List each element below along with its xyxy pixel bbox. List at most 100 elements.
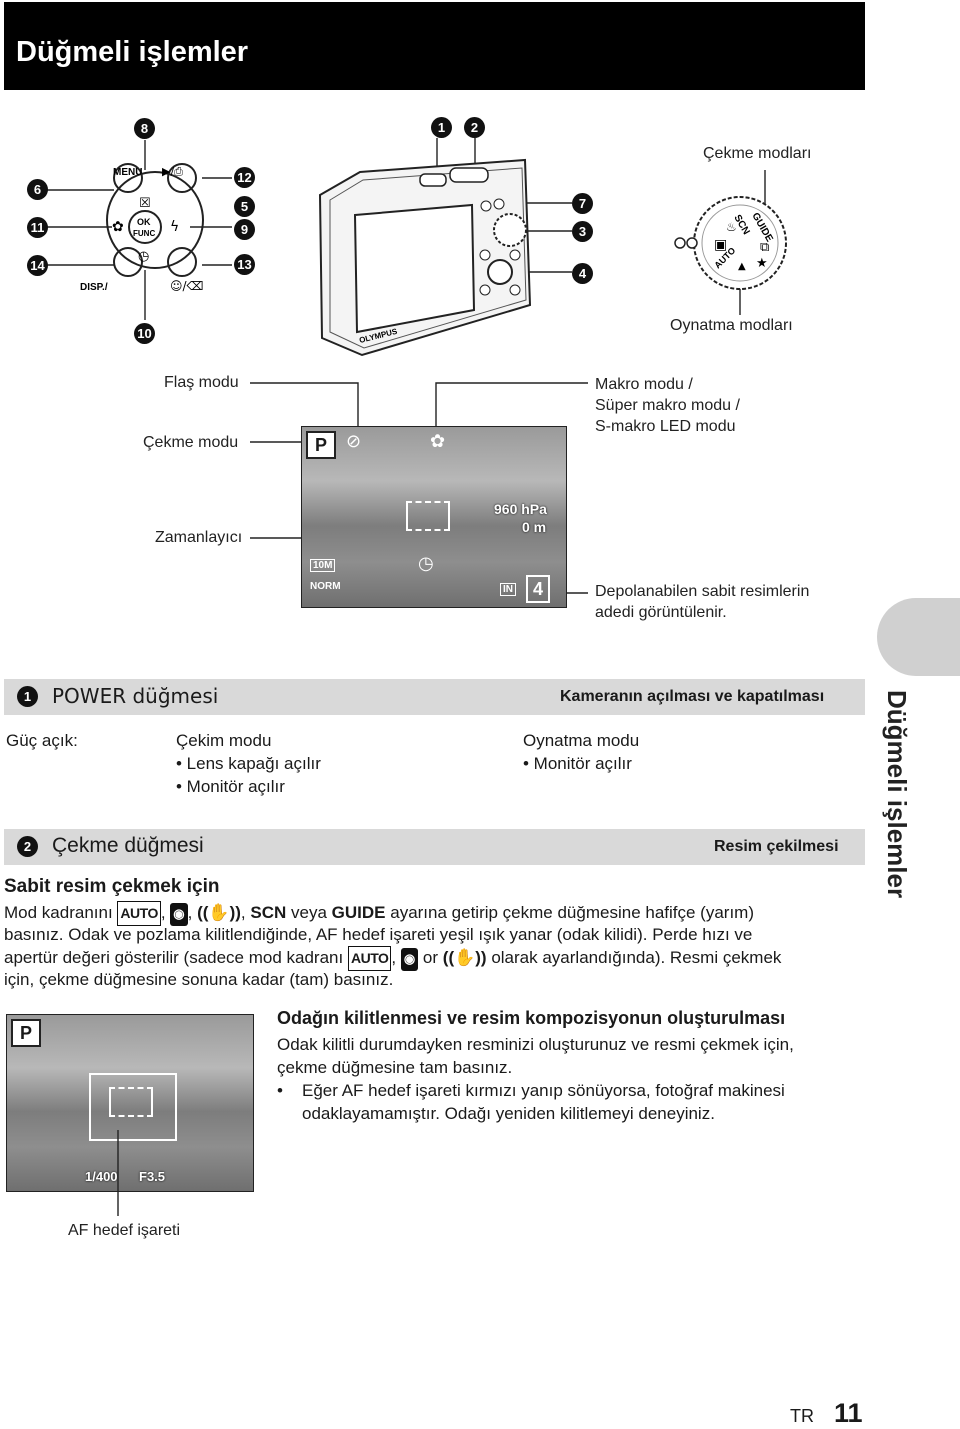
focus-lock-bullet-line2: odaklayamamıştır. Odağı yeniden kilitlem… [302,1104,715,1123]
power-button [419,173,447,187]
preview-mode-p: P [11,1019,41,1047]
callout-3: 3 [572,221,593,242]
section2-number: 2 [17,836,38,857]
disp-label: DISP./ [80,282,108,293]
focus-lock-title: Odağın kilitlenmesi ve resim kompozisyon… [277,1008,786,1028]
flash-off-icon: ⊘ [346,431,362,451]
section1-bar [4,679,865,715]
play-dial-icon: ▲ [738,261,746,272]
back-panel-diagram: MENU ▶/⎙ OK FUNC DISP./ ☒ ✿ ϟ ◷ ☺/⌫ [47,140,232,320]
disp-button [113,247,143,277]
still-para-line1: Mod kadranını AUTO, ◉, ((✋)), SCN veya G… [4,901,754,926]
macro-label-1: Makro modu / [595,376,693,393]
erase-button [167,247,197,277]
callout-8: 8 [134,118,155,139]
func-label: FUNC [133,229,155,238]
header-bar [4,2,865,90]
still-text-1a: Mod kadranını [4,903,113,922]
guide-mode-icon: GUIDE [331,903,386,922]
face-erase-icon: ☺/⌫ [170,279,204,293]
play-mode-heading: Oynatma modu [523,731,640,750]
play-bullet-1: • Monitör açılır [523,754,632,773]
focus-lock-line2: çekme düğmesine tam basınız. [277,1058,513,1077]
favorite-icon: ★ [756,256,768,271]
remaining-count: 4 [526,575,550,603]
camera-mode-icon: ▣ [714,237,727,253]
playback-modes-label: Oynatma modları [670,317,793,334]
camera-back-diagram: OLYMPUS [318,138,572,357]
flash-icon: ϟ [170,219,179,235]
still-para-line3: apertür değeri gösterilir (sadece mod ka… [4,946,781,971]
mode-dial-diagram: SCN GUIDE AUTO ▣ ♨ ⧉ ★ ▲ [674,170,787,315]
auto-mode-icon: AUTO [117,901,161,926]
side-tab: Düğmeli işlemler [882,690,918,900]
still-text-3a: apertür değeri gösterilir (sadece mod ka… [4,948,344,967]
power-on-label: Güç açık: [6,731,78,750]
preview-af-mark [109,1087,153,1117]
side-tab-shape [877,598,960,676]
still-para-line4: için, çekme düğmesine sonuna kadar (tam)… [4,970,394,989]
stabilizer-icon: ♨ [726,220,737,234]
page-number: 11 [834,1398,863,1428]
section2-subtitle: Resim çekilmesi [714,838,839,855]
focus-lock-bullet: • [277,1081,283,1100]
preview-af-box [89,1073,177,1141]
still-text-1b: veya [291,903,327,922]
macro-status-icon: ✿ [430,431,446,451]
callout-12: 12 [234,167,255,188]
callout-4: 4 [572,263,593,284]
self-timer-status-icon: ◷ [418,553,434,573]
lcd-outline [353,203,476,334]
callout-10: 10 [134,323,155,344]
ok-label: OK [137,217,151,227]
af-leader-line [117,1130,119,1216]
mode-dial [493,213,527,247]
shooting-modes-label: Çekme modları [703,145,812,162]
callout-7: 7 [572,193,593,214]
still-text-3b: or [422,948,439,967]
storage-label-1: Depolanabilen sabit resimlerin [595,583,810,600]
callout-13: 13 [234,254,255,275]
auto-mode-icon-2: AUTO [347,946,392,971]
pressure-readout: 960 hPa [494,501,547,517]
shoot-mode-label: Çekme modu [143,434,239,451]
section2-bar [4,829,865,865]
focus-lock-bullet-line1: Eğer AF hedef işareti kırmızı yanıp sönü… [302,1081,785,1100]
still-text-3c: olarak ayarlandığında). Resmi çekmek [491,948,782,967]
self-timer-label: Zamanlayıcı [155,529,243,546]
program-mode-icon-2: ◉ [400,948,419,971]
stabilizer-mode-icon-2: ((✋)) [442,948,487,967]
still-text-1c: ayarına getirip çekme düğmesine hafifçe … [390,903,754,922]
memory-badge: IN [500,583,516,596]
shutter-button [449,167,489,183]
lcd-screen: P ⊘ ✿ 960 hPa 0 m ◷ 10M NORM IN 4 [301,426,567,608]
callout-14: 14 [27,255,48,276]
play-print-label: ▶/⎙ [162,165,183,178]
macro-label-2: Süper makro modu / [595,397,740,414]
still-heading: Sabit resim çekmek için [4,876,220,897]
callout-11: 11 [27,217,48,238]
shoot-bullet-1: • Lens kapağı açılır [176,754,321,773]
stabilizer-mode-icon: ((✋)) [197,903,241,922]
callout-6: 6 [27,179,48,200]
lcd-mode-p: P [306,431,336,459]
storage-label-2: adedi görüntülenir. [595,604,727,621]
menu-button [113,163,143,193]
af-target-label: AF hedef işareti [68,1222,181,1239]
af-target-mark [406,501,450,531]
shoot-mode-heading: Çekim modu [176,731,272,750]
macro-icon: ✿ [112,219,124,235]
ok-button [128,210,162,244]
scn-mode-icon: SCN [250,903,287,922]
section1-subtitle: Kameranın açılması ve kapatılması [560,688,825,705]
section1-title: POWER düğmesi [52,684,219,708]
exposure-icon: ☒ [139,196,151,211]
callout-5: 5 [234,196,255,217]
playback-button [167,163,197,193]
page-title: Düğmeli işlemler [16,36,249,68]
preview-screen: P 1/400 F3.5 [6,1014,254,1192]
shoot-bullet-2: • Monitör açılır [176,777,285,796]
quality-badge: NORM [310,581,341,592]
macro-label-3: S-makro LED modu [595,418,736,435]
section1-number: 1 [17,686,38,707]
